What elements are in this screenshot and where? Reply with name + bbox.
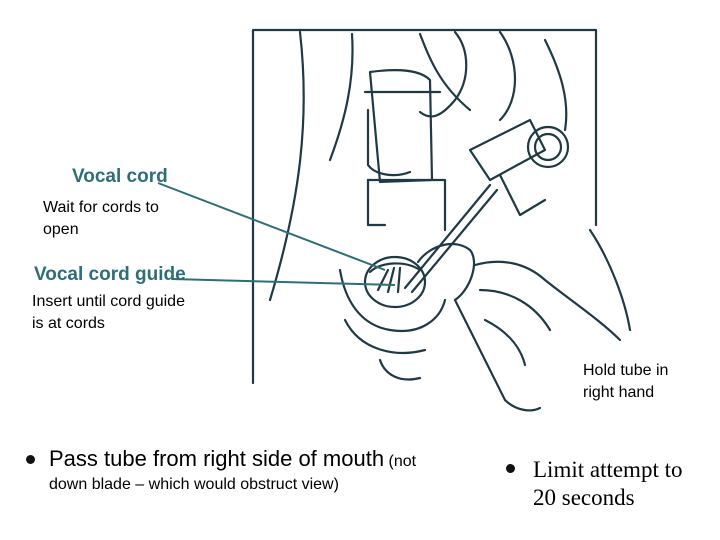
glottis [363, 255, 427, 309]
tube [403, 183, 492, 290]
vocal-cord-leader [157, 182, 386, 271]
pass-tube-bullet: Pass tube from right side of mouth (not [49, 446, 416, 472]
vocal-cord-guide-leader [171, 278, 396, 286]
vocal-cord-callout: Vocal cord [72, 166, 168, 187]
limit-line2: 20 seconds [533, 485, 635, 510]
blade [368, 68, 434, 184]
wait-note-line2: open [43, 221, 79, 238]
insert-note-line1: Insert until cord guide [32, 293, 185, 310]
hold-note: Hold tube in right hand [583, 360, 668, 404]
insert-note-line2: is at cords [32, 315, 105, 332]
bullet-dot-icon [26, 455, 35, 464]
pass-tube-main: Pass tube from right side of mouth [49, 446, 385, 471]
vocal-cord-guide-callout: Vocal cord guide [34, 264, 186, 285]
hold-note-line1: Hold tube in [583, 362, 669, 379]
hold-note-line2: right hand [583, 384, 655, 401]
bullet-dot-icon [506, 464, 515, 473]
limit-attempt-bullet: Limit attempt to 20 seconds [533, 456, 682, 512]
limit-line1: Limit attempt to [533, 457, 683, 482]
pass-tube-line2: down blade – which would obstruct view) [49, 476, 339, 493]
wait-note: Wait for cords to open [43, 197, 159, 241]
frame [251, 28, 598, 385]
pass-tube-paren: (not [388, 453, 417, 470]
wait-note-line1: Wait for cords to [43, 199, 159, 216]
insert-note: Insert until cord guide is at cords [32, 291, 185, 335]
